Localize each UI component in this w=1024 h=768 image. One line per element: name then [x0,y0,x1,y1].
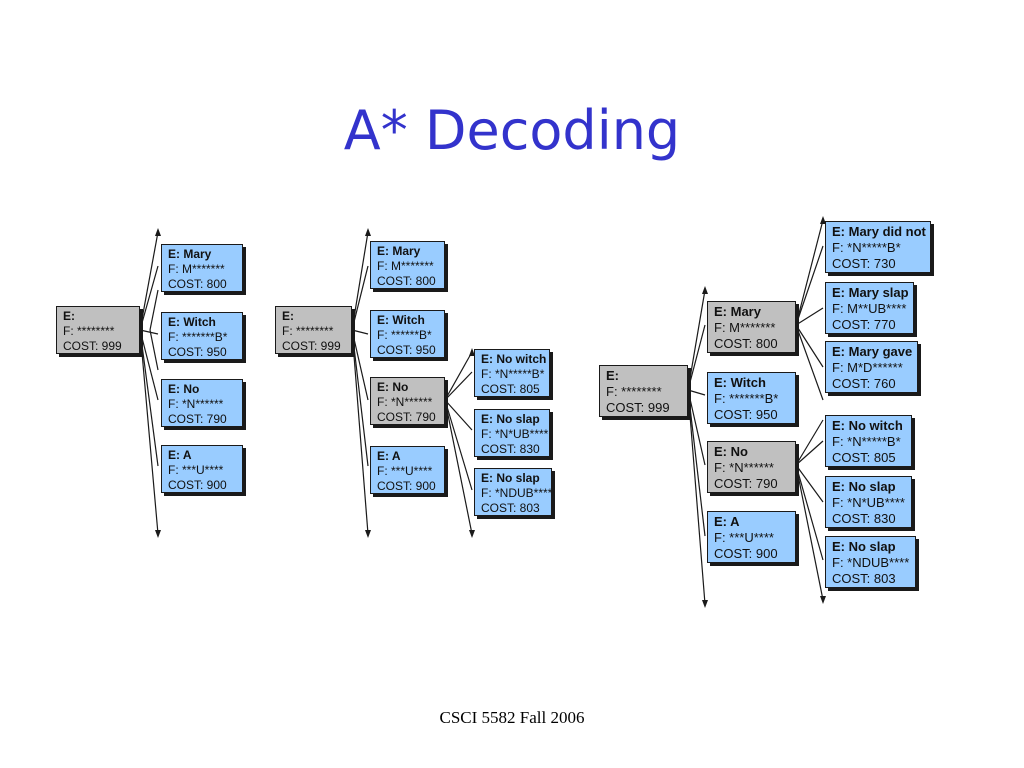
node-english: E: No [168,382,200,396]
node-cost: COST: 800 [168,277,227,291]
node-cost: COST: 950 [168,345,227,359]
tree3-node-no-slap-ndub: E: No slap F: *NDUB**** COST: 803 [825,536,916,588]
node-cost: COST: 790 [714,476,778,491]
node-cost: COST: 805 [481,382,540,396]
node-foreign: F: *N*UB**** [481,427,549,441]
node-cost: COST: 803 [832,571,896,586]
node-foreign: F: M******* [377,259,434,273]
node-foreign: F: *******B* [714,391,779,406]
node-foreign: F: *N****** [714,460,774,475]
node-cost: COST: 900 [377,479,436,493]
tree3-node-no-slap: E: No slap F: *N*UB**** COST: 830 [825,476,912,528]
tree3-node-mary: E: Mary F: M******* COST: 800 [707,301,796,353]
node-cost: COST: 830 [832,511,896,526]
node-foreign: F: *N*****B* [832,240,901,255]
slide-footer: CSCI 5582 Fall 2006 [439,708,585,727]
node-foreign: F: ***U**** [168,463,224,477]
node-english: E: No [714,444,748,459]
node-cost: COST: 803 [481,501,540,515]
node-english: E: [606,368,619,383]
slide-title: A* Decoding [343,99,681,162]
node-cost: COST: 900 [168,478,227,492]
node-foreign: F: ******** [606,384,662,399]
node-english: E: Witch [377,313,425,327]
node-cost: COST: 730 [832,256,896,271]
tree2-node-a: E: A F: ***U**** COST: 900 [370,446,445,494]
tree3-node-witch: E: Witch F: *******B* COST: 950 [707,372,796,424]
node-english: E: Mary [714,304,761,319]
node-foreign: F: *N****** [377,395,433,409]
tree1-node-a: E: A F: ***U**** COST: 900 [161,445,243,493]
tree1-root-node: E: F: ******** COST: 999 [56,306,140,354]
node-foreign: F: M******* [714,320,776,335]
node-english: E: Witch [714,375,766,390]
node-cost: COST: 830 [481,442,540,456]
tree3-root-node: E: F: ******** COST: 999 [599,365,688,417]
node-foreign: F: ***U**** [714,530,774,545]
node-cost: COST: 805 [832,450,896,465]
node-cost: COST: 950 [377,343,436,357]
node-cost: COST: 770 [832,317,896,332]
node-english: E: Mary slap [832,285,909,300]
node-foreign: F: *N****** [168,397,224,411]
tree3-node-no-witch: E: No witch F: *N*****B* COST: 805 [825,415,912,467]
node-english: E: No slap [481,471,540,485]
node-foreign: F: ******B* [377,328,432,342]
tree3-node-mary-gave: E: Mary gave F: M*D****** COST: 760 [825,341,918,393]
node-foreign: F: *NDUB**** [832,555,910,570]
tree3-node-a: E: A F: ***U**** COST: 900 [707,511,796,563]
node-foreign: F: *N*UB**** [832,495,905,510]
node-foreign: F: *NDUB**** [481,486,552,500]
node-english: E: Witch [168,315,216,329]
tree3-node-mary-did-not: E: Mary did not F: *N*****B* COST: 730 [825,221,931,273]
node-cost: COST: 790 [168,412,227,426]
node-english: E: No witch [832,418,903,433]
node-cost: COST: 760 [832,376,896,391]
tree2-root-node: E: F: ******** COST: 999 [275,306,352,354]
node-cost: COST: 790 [377,410,436,424]
node-english: E: No slap [832,539,896,554]
tree1-node-witch: E: Witch F: *******B* COST: 950 [161,312,243,360]
node-foreign: F: *N*****B* [481,367,545,381]
tree3-node-no: E: No F: *N****** COST: 790 [707,441,796,493]
node-english: E: A [714,514,740,529]
node-english: E: [282,309,294,323]
tree2-node-no-slap: E: No slap F: *N*UB**** COST: 830 [474,409,550,457]
node-foreign: F: ******** [63,324,115,338]
node-cost: COST: 800 [714,336,778,351]
tree3-node-mary-slap: E: Mary slap F: M**UB**** COST: 770 [825,282,914,334]
node-foreign: F: *N*****B* [832,434,901,449]
node-english: E: Mary [377,244,421,258]
node-cost: COST: 800 [377,274,436,288]
node-english: E: Mary [168,247,212,261]
tree2-node-mary: E: Mary F: M******* COST: 800 [370,241,445,289]
tree1-node-no: E: No F: *N****** COST: 790 [161,379,243,427]
node-english: E: No slap [481,412,540,426]
node-foreign: F: M**UB**** [832,301,907,316]
tree2-node-no-witch: E: No witch F: *N*****B* COST: 805 [474,349,550,397]
node-foreign: F: M*D****** [832,360,903,375]
node-english: E: A [377,449,401,463]
node-cost: COST: 900 [714,546,778,561]
node-english: E: Mary did not [832,224,926,239]
tree2-node-witch: E: Witch F: ******B* COST: 950 [370,310,445,358]
node-cost: COST: 999 [282,339,341,353]
tree2-node-no-slap-ndub: E: No slap F: *NDUB**** COST: 803 [474,468,552,516]
tree2-node-no: E: No F: *N****** COST: 790 [370,377,445,425]
node-english: E: Mary gave [832,344,913,359]
tree1-node-mary: E: Mary F: M******* COST: 800 [161,244,243,292]
node-english: E: No [377,380,409,394]
node-foreign: F: ******** [282,324,334,338]
node-foreign: F: M******* [168,262,225,276]
node-english: E: No slap [832,479,896,494]
node-foreign: F: ***U**** [377,464,433,478]
node-english: E: [63,309,75,323]
node-cost: COST: 950 [714,407,778,422]
node-cost: COST: 999 [63,339,122,353]
node-cost: COST: 999 [606,400,670,415]
node-english: E: A [168,448,192,462]
node-foreign: F: *******B* [168,330,228,344]
node-english: E: No witch [481,352,547,366]
